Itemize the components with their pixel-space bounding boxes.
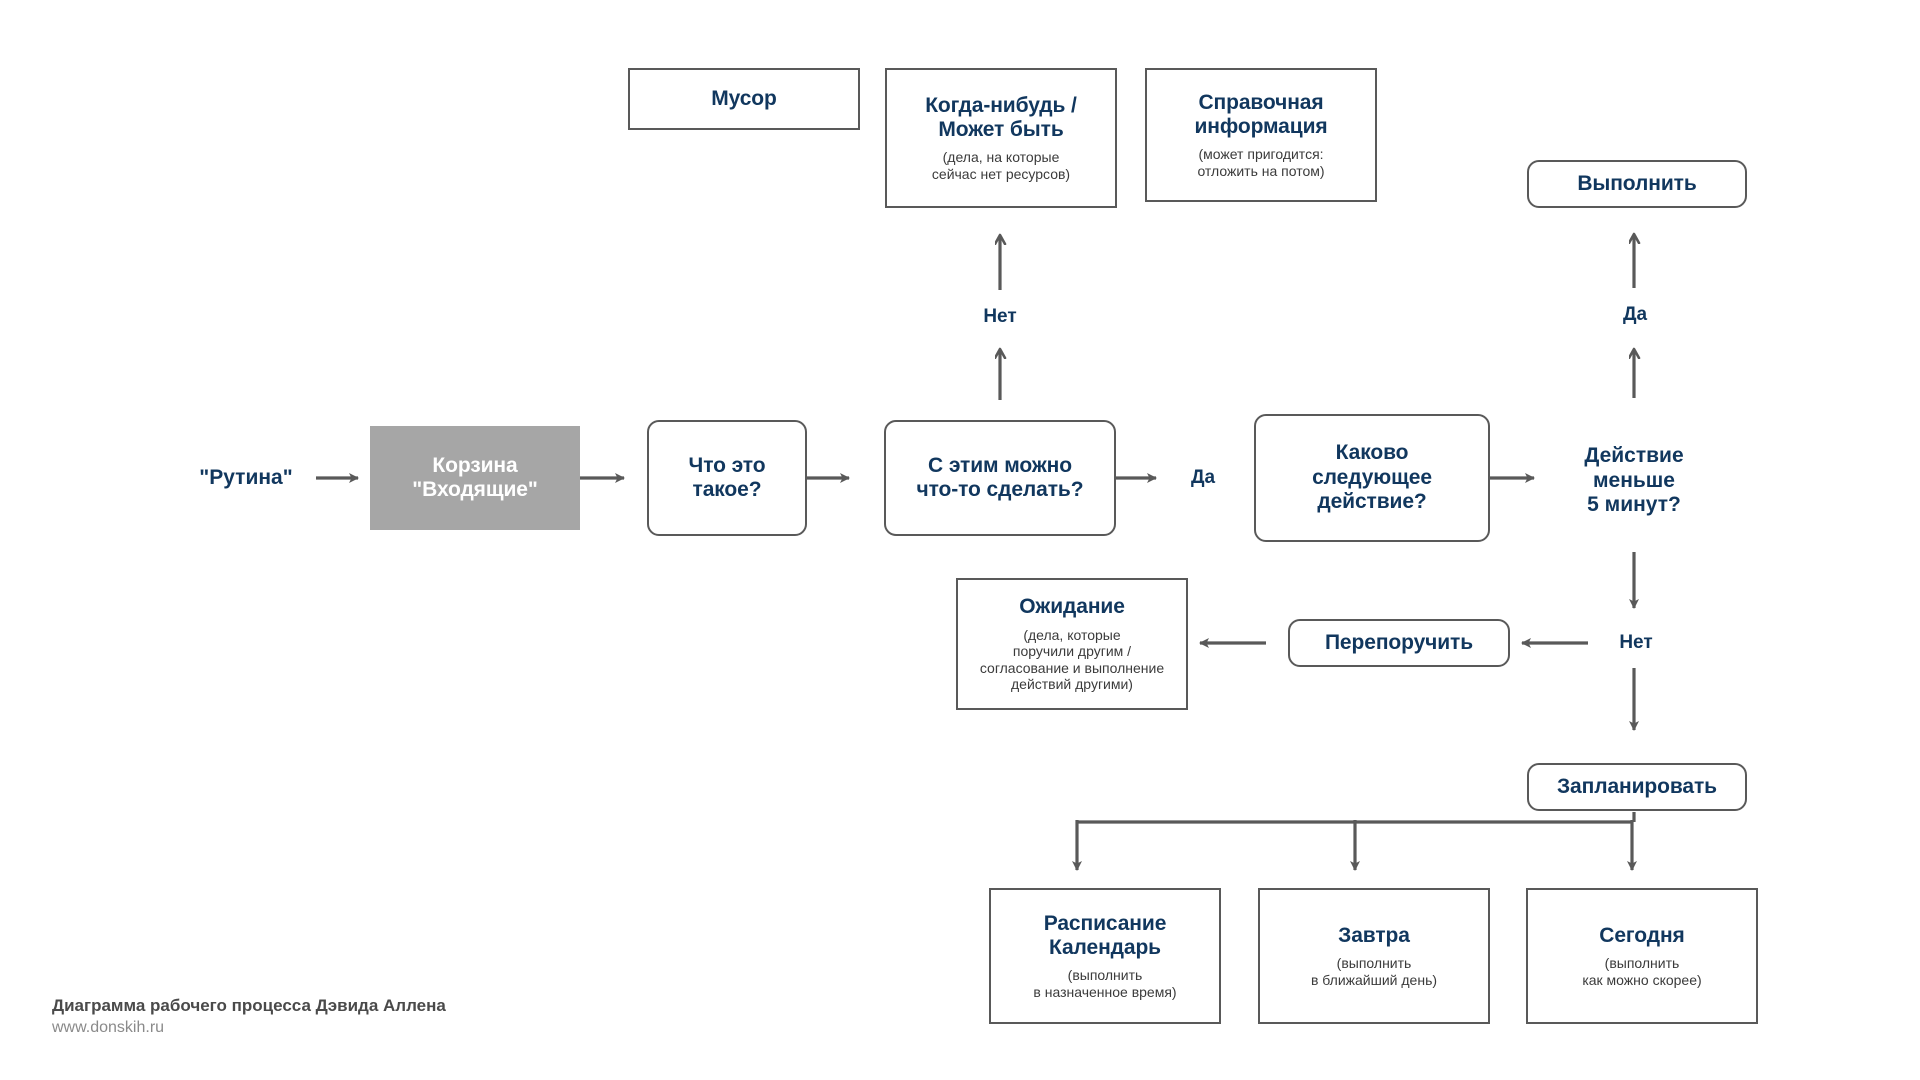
node-today[interactable]: Сегодня (выполнить как можно скорее) — [1526, 888, 1758, 1024]
label-no-to-someday: Нет — [983, 305, 1017, 327]
node-what-is-it[interactable]: Что это такое? — [647, 420, 807, 536]
label-yes-to-do-now: Да — [1622, 303, 1648, 325]
label-yes-to-next-action: Да — [1190, 466, 1216, 488]
footer: Диаграмма рабочего процесса Дэвида Аллен… — [52, 995, 672, 1039]
node-schedule[interactable]: Запланировать — [1527, 763, 1747, 811]
node-actionable-title: С этим можно что-то сделать? — [916, 453, 1084, 501]
node-actionable[interactable]: С этим можно что-то сделать? — [884, 420, 1116, 536]
node-someday-sub: (дела, на которые сейчас нет ресурсов) — [931, 149, 1071, 182]
node-next-action-title: Каково следующее действие? — [1312, 441, 1432, 514]
node-today-title: Сегодня — [1599, 923, 1685, 947]
node-reference-title: Справочная информация — [1194, 90, 1328, 138]
node-waiting-title: Ожидание — [1019, 595, 1125, 619]
label-under-five-min: Действие меньше 5 минут? — [1584, 444, 1684, 517]
node-waiting[interactable]: Ожидание (дела, которые поручили другим … — [956, 578, 1188, 710]
node-reference[interactable]: Справочная информация (может пригодится:… — [1145, 68, 1377, 202]
label-routine: "Рутина" — [199, 465, 293, 489]
node-waiting-sub: (дела, которые поручили другим / согласо… — [979, 626, 1165, 693]
footer-caption: Диаграмма рабочего процесса Дэвида Аллен… — [52, 996, 446, 1015]
node-what-is-it-title: Что это такое? — [688, 453, 766, 501]
node-trash[interactable]: Мусор — [628, 68, 860, 130]
node-inbox-title: Корзина "Входящие" — [412, 453, 538, 501]
node-schedule-title: Запланировать — [1557, 774, 1717, 798]
node-reference-sub: (может пригодится: отложить на потом) — [1197, 146, 1325, 179]
node-someday-title: Когда-нибудь / Может быть — [925, 93, 1077, 141]
node-do-now[interactable]: Выполнить — [1527, 160, 1747, 208]
node-trash-title: Мусор — [711, 86, 777, 110]
node-calendar[interactable]: Расписание Календарь (выполнить в назнач… — [989, 888, 1221, 1024]
node-delegate-title: Перепоручить — [1324, 630, 1474, 654]
node-delegate[interactable]: Перепоручить — [1288, 619, 1510, 667]
node-tomorrow-title: Завтра — [1338, 923, 1410, 947]
node-calendar-sub: (выполнить в назначенное время) — [1033, 967, 1177, 1000]
footer-site: www.donskih.ru — [52, 1019, 165, 1037]
label-no-to-schedule: Нет — [1619, 631, 1653, 653]
node-do-now-title: Выполнить — [1577, 171, 1697, 195]
node-tomorrow[interactable]: Завтра (выполнить в ближайший день) — [1258, 888, 1490, 1024]
node-today-sub: (выполнить как можно скорее) — [1582, 955, 1702, 988]
node-next-action[interactable]: Каково следующее действие? — [1254, 414, 1490, 542]
node-calendar-title: Расписание Календарь — [1043, 911, 1167, 959]
node-tomorrow-sub: (выполнить в ближайший день) — [1310, 955, 1438, 988]
node-someday[interactable]: Когда-нибудь / Может быть (дела, на кото… — [885, 68, 1117, 208]
node-inbox[interactable]: Корзина "Входящие" — [370, 426, 580, 530]
